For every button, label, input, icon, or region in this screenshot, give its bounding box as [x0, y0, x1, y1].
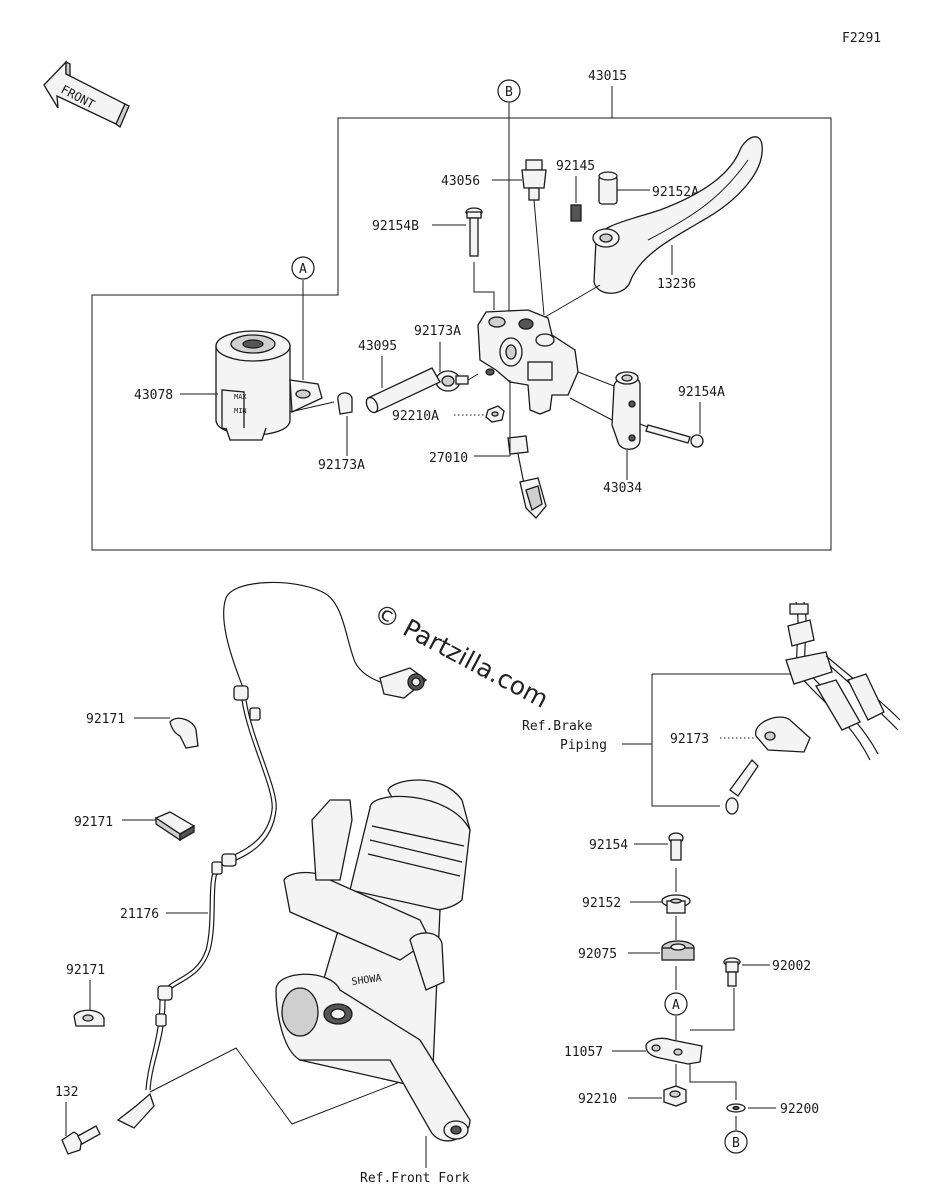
label-27010: 27010 — [429, 451, 468, 466]
brake-piping — [785, 601, 901, 761]
part-92173a-clip-bottom — [337, 392, 353, 415]
label-43056: 43056 — [441, 174, 480, 189]
ref-brake-piping-line1: Ref.Brake — [522, 719, 593, 734]
label-11057: 11057 — [564, 1045, 603, 1060]
label-92075: 92075 — [578, 947, 617, 962]
ref-marker-b-top-label: B — [505, 85, 513, 100]
label-92152a: 92152A — [652, 185, 699, 200]
label-43078: 43078 — [134, 388, 173, 403]
fork-brand: SHOWA — [351, 973, 382, 988]
part-92171-clip-c — [73, 1009, 105, 1027]
part-92173a-clamp-top — [435, 370, 469, 392]
part-92152-collar — [661, 894, 691, 914]
part-43095-hose — [365, 367, 441, 414]
label-132: 132 — [55, 1085, 78, 1100]
label-21176: 21176 — [120, 907, 159, 922]
reservoir-min: MIN — [234, 407, 247, 415]
ref-marker-b-top — [497, 79, 521, 103]
diagram-id: F2291 — [842, 31, 881, 46]
ref-marker-a-top-label: A — [299, 262, 307, 277]
ref-marker-b-bottom — [724, 1130, 748, 1154]
part-92002-bolt — [723, 957, 741, 987]
part-21176-cable — [116, 576, 428, 1129]
label-13236: 13236 — [657, 277, 696, 292]
label-92171-a: 92171 — [86, 712, 125, 727]
master-cylinder-frame — [91, 117, 832, 551]
label-92173a-bottom: 92173A — [318, 458, 365, 473]
part-92154b-bolt — [465, 207, 483, 257]
label-92200: 92200 — [780, 1102, 819, 1117]
label-92171-b: 92171 — [74, 815, 113, 830]
part-92210a-nut — [485, 405, 505, 423]
ref-marker-b-bottom-label: B — [732, 1136, 740, 1151]
label-92154: 92154 — [589, 838, 628, 853]
part-92075-grommet — [661, 940, 695, 961]
ref-marker-a-top — [291, 256, 315, 280]
part-92173-bracket — [755, 716, 811, 753]
front-fork: SHOWA — [275, 779, 471, 1142]
label-43015: 43015 — [588, 69, 627, 84]
label-92154a: 92154A — [678, 385, 725, 400]
part-132-bolt — [61, 1125, 101, 1155]
ref-marker-a-bottom — [664, 992, 688, 1016]
label-43034: 43034 — [603, 481, 642, 496]
part-92154a-bolt — [645, 424, 704, 448]
front-arrow-icon: FRONT — [43, 60, 130, 129]
label-92154b: 92154B — [372, 219, 419, 234]
part-92152a-collar — [598, 171, 618, 205]
part-43078-reservoir: MAX MIN — [215, 330, 323, 441]
master-cylinder-body — [477, 309, 579, 415]
label-92210a: 92210A — [392, 409, 439, 424]
part-92171-clip-a — [169, 717, 199, 749]
part-11057-bracket — [645, 1037, 703, 1065]
part-27010-switch — [507, 435, 547, 519]
label-92173: 92173 — [670, 732, 709, 747]
label-92173a-top: 92173A — [414, 324, 461, 339]
part-43056-fitting — [521, 159, 547, 201]
part-13236-lever — [592, 136, 763, 294]
reservoir-max: MAX — [234, 393, 247, 401]
label-92152: 92152 — [582, 896, 621, 911]
part-92210-nut — [663, 1085, 687, 1107]
part-92171-clip-b — [154, 811, 196, 842]
label-92145: 92145 — [556, 159, 595, 174]
ref-front-fork: Ref.Front Fork — [360, 1171, 470, 1186]
part-43034-clamp — [611, 371, 641, 450]
label-43095: 43095 — [358, 339, 397, 354]
part-92145-spring — [570, 204, 582, 222]
label-92171-c: 92171 — [66, 963, 105, 978]
part-92173-bolt — [725, 759, 759, 815]
ref-marker-a-bottom-label: A — [672, 998, 680, 1013]
label-92210: 92210 — [578, 1092, 617, 1107]
ref-brake-piping-line2: Piping — [560, 738, 607, 753]
part-92154-bolt — [668, 832, 684, 861]
label-92002: 92002 — [772, 959, 811, 974]
brake-piping-ref-frame — [651, 673, 800, 807]
part-92200-washer — [726, 1103, 746, 1113]
